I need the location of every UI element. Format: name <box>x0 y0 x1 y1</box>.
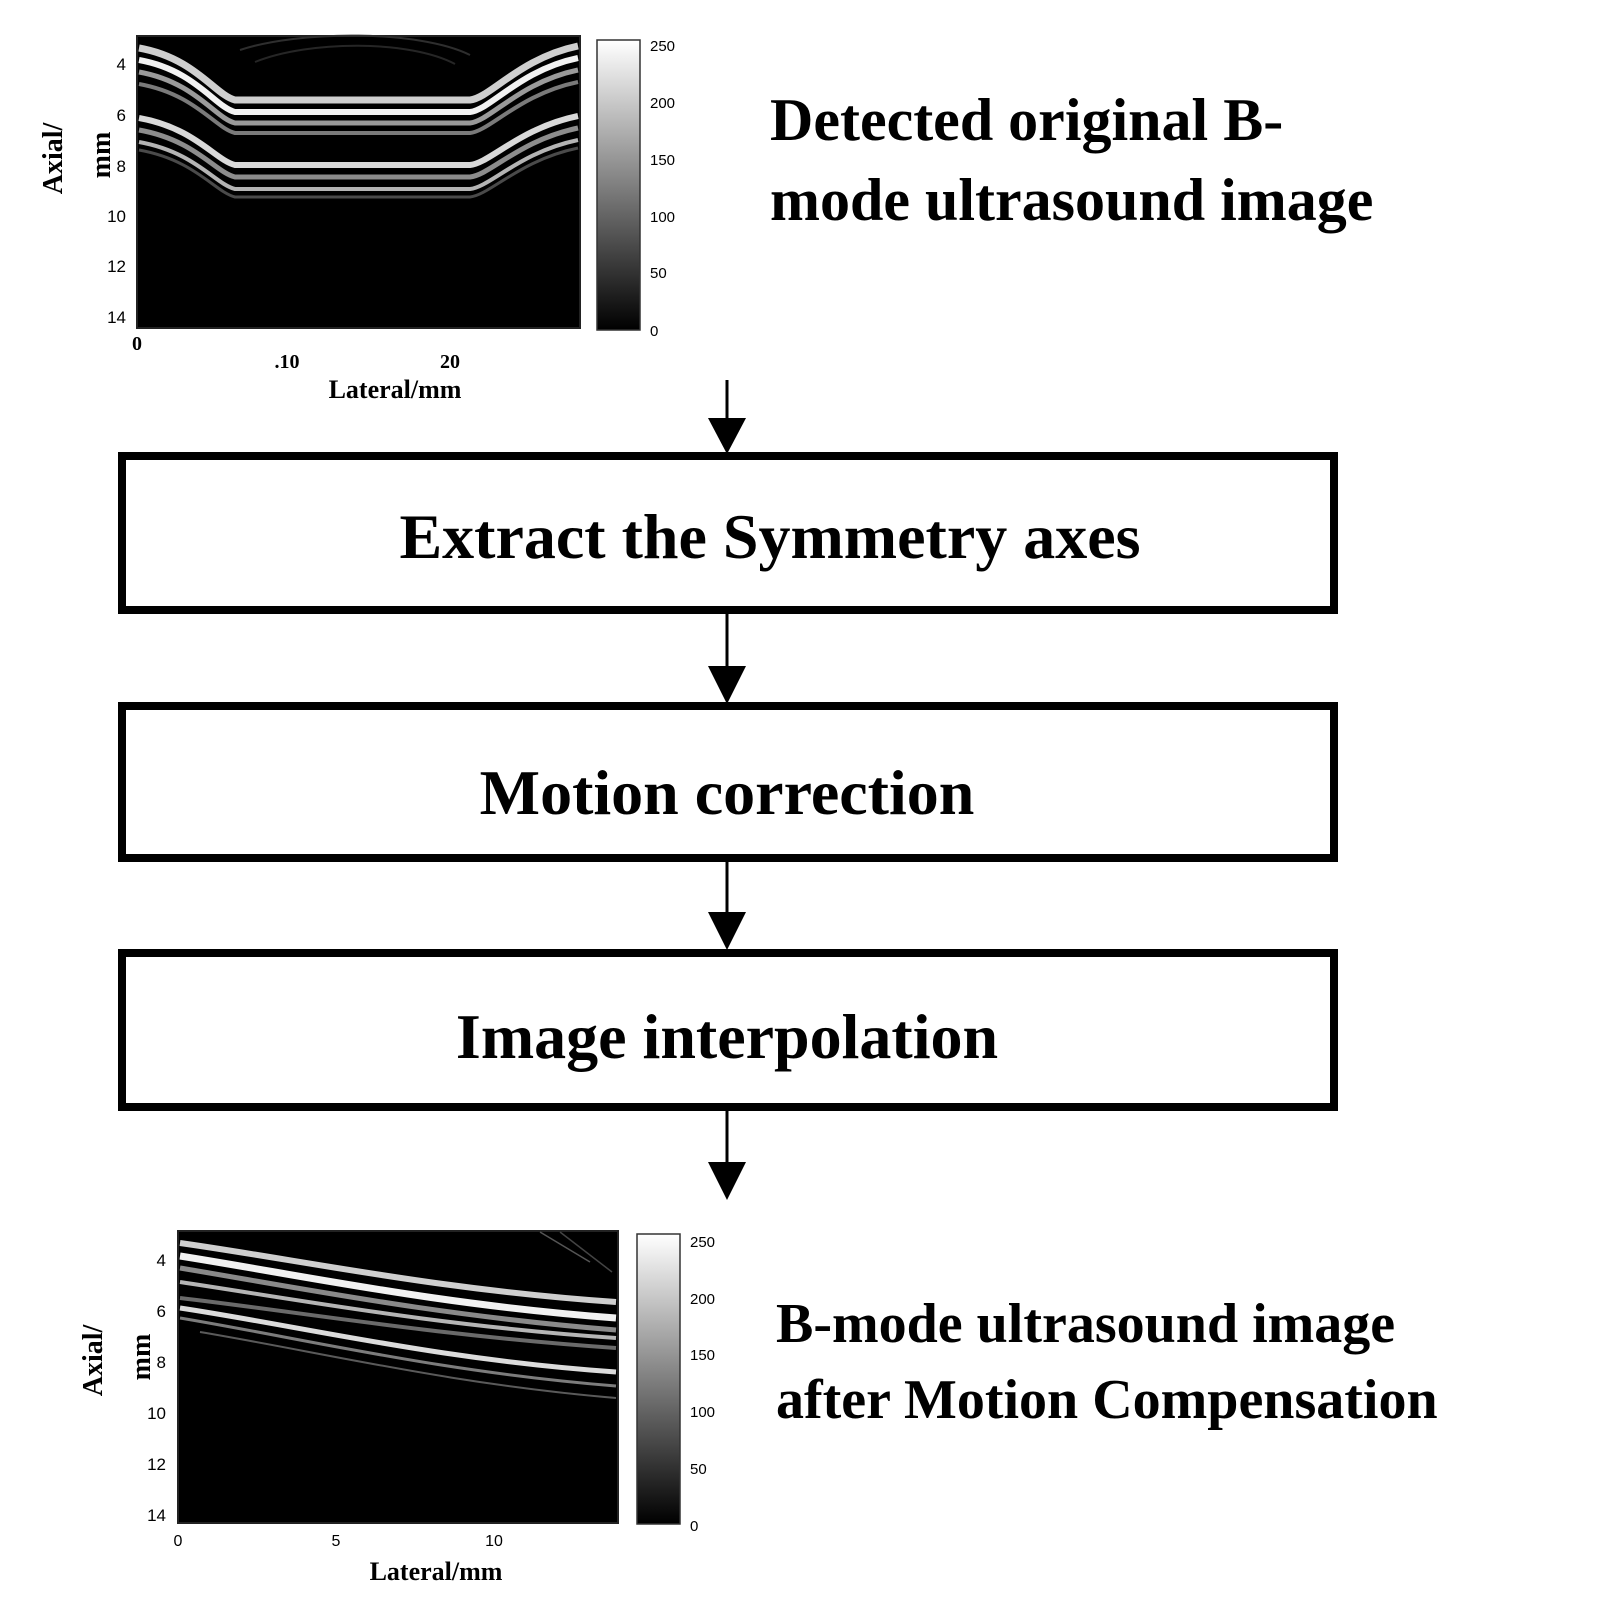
bottom-colorbar-tick-2: 150 <box>690 1347 715 1364</box>
step-box-motion-correction: Motion correction <box>118 702 1338 862</box>
top-x-tick-0: 0 <box>132 333 142 355</box>
bottom-x-axis-label: Lateral/mm <box>370 1557 503 1586</box>
bottom-y-axis-label: Axial/ mm <box>78 1318 157 1397</box>
top-ultrasound-panel: 250 200 150 100 50 0 4 6 8 10 12 14 0 .10 20 Axial/ … <box>38 34 1373 404</box>
top-y-axis-label: Axial/ mm <box>38 116 117 195</box>
top-colorbar-tick-4: 50 <box>650 265 667 282</box>
top-y-tick-4: 12 <box>107 257 126 276</box>
bottom-colorbar-tick-5: 0 <box>690 1518 698 1535</box>
bottom-x-tick-2: 10 <box>485 1533 503 1550</box>
bottom-caption: B-mode ultrasound image after Motion Com… <box>776 1293 1438 1431</box>
bottom-y-tick-5: 14 <box>147 1506 166 1525</box>
top-colorbar-tick-3: 100 <box>650 209 675 226</box>
flow-arrow-4 <box>708 1111 746 1200</box>
step-box-image-interpolation: Image interpolation <box>118 949 1338 1111</box>
top-y-tick-1: 6 <box>117 106 126 125</box>
top-x-tick-labels: 0 .10 20 <box>132 333 460 373</box>
top-tissue-layers <box>138 34 579 199</box>
top-x-axis-label: Lateral/mm <box>329 375 462 404</box>
top-colorbar-tick-0: 250 <box>650 38 675 55</box>
bottom-x-tick-1: 5 <box>332 1533 341 1550</box>
bottom-y-tick-0: 4 <box>157 1251 166 1270</box>
top-y-tick-2: 8 <box>117 157 126 176</box>
bottom-colorbar-tick-0: 250 <box>690 1234 715 1251</box>
bottom-x-tick-0: 0 <box>174 1533 183 1550</box>
bottom-tissue-layers <box>179 1231 617 1399</box>
top-y-tick-3: 10 <box>107 207 126 226</box>
top-y-tick-0: 4 <box>117 55 126 74</box>
top-y-tick-5: 14 <box>107 308 126 327</box>
bottom-y-tick-4: 12 <box>147 1455 166 1474</box>
bottom-colorbar <box>636 1233 681 1525</box>
top-colorbar-tick-5: 0 <box>650 323 658 340</box>
bottom-colorbar-tick-3: 100 <box>690 1404 715 1421</box>
flow-arrow-2 <box>708 614 746 704</box>
top-x-tick-1: .10 <box>275 351 300 373</box>
top-colorbar-tick-1: 200 <box>650 95 675 112</box>
bottom-x-tick-labels: 0 5 10 <box>174 1533 503 1550</box>
top-x-tick-2: 20 <box>440 351 460 373</box>
step-label-extract-symmetry: Extract the Symmetry axes <box>399 501 1140 572</box>
bottom-y-tick-2: 8 <box>157 1353 166 1372</box>
top-y-tick-labels: 4 6 8 10 12 14 <box>107 55 126 327</box>
top-caption: Detected original B- mode ultrasound ima… <box>770 87 1373 233</box>
bottom-colorbar-tick-4: 50 <box>690 1461 707 1478</box>
step-label-image-interpolation: Image interpolation <box>456 1001 998 1072</box>
bottom-y-tick-1: 6 <box>157 1302 166 1321</box>
top-colorbar-tick-2: 150 <box>650 152 675 169</box>
bottom-colorbar-ticks: 250 200 150 100 50 0 <box>690 1234 715 1535</box>
bottom-colorbar-tick-1: 200 <box>690 1291 715 1308</box>
flow-arrow-1 <box>708 380 746 454</box>
step-label-motion-correction: Motion correction <box>480 757 975 828</box>
bottom-y-tick-labels: 4 6 8 10 12 14 <box>147 1251 166 1525</box>
bottom-ultrasound-panel: 250 200 150 100 50 0 4 6 8 10 12 14 0 5 10 Axial/ mm… <box>78 1230 1438 1586</box>
flow-arrow-3 <box>708 862 746 950</box>
top-colorbar <box>596 39 641 331</box>
top-colorbar-ticks: 250 200 150 100 50 0 <box>650 38 675 340</box>
step-box-extract-symmetry: Extract the Symmetry axes <box>118 452 1338 614</box>
bottom-y-tick-3: 10 <box>147 1404 166 1423</box>
